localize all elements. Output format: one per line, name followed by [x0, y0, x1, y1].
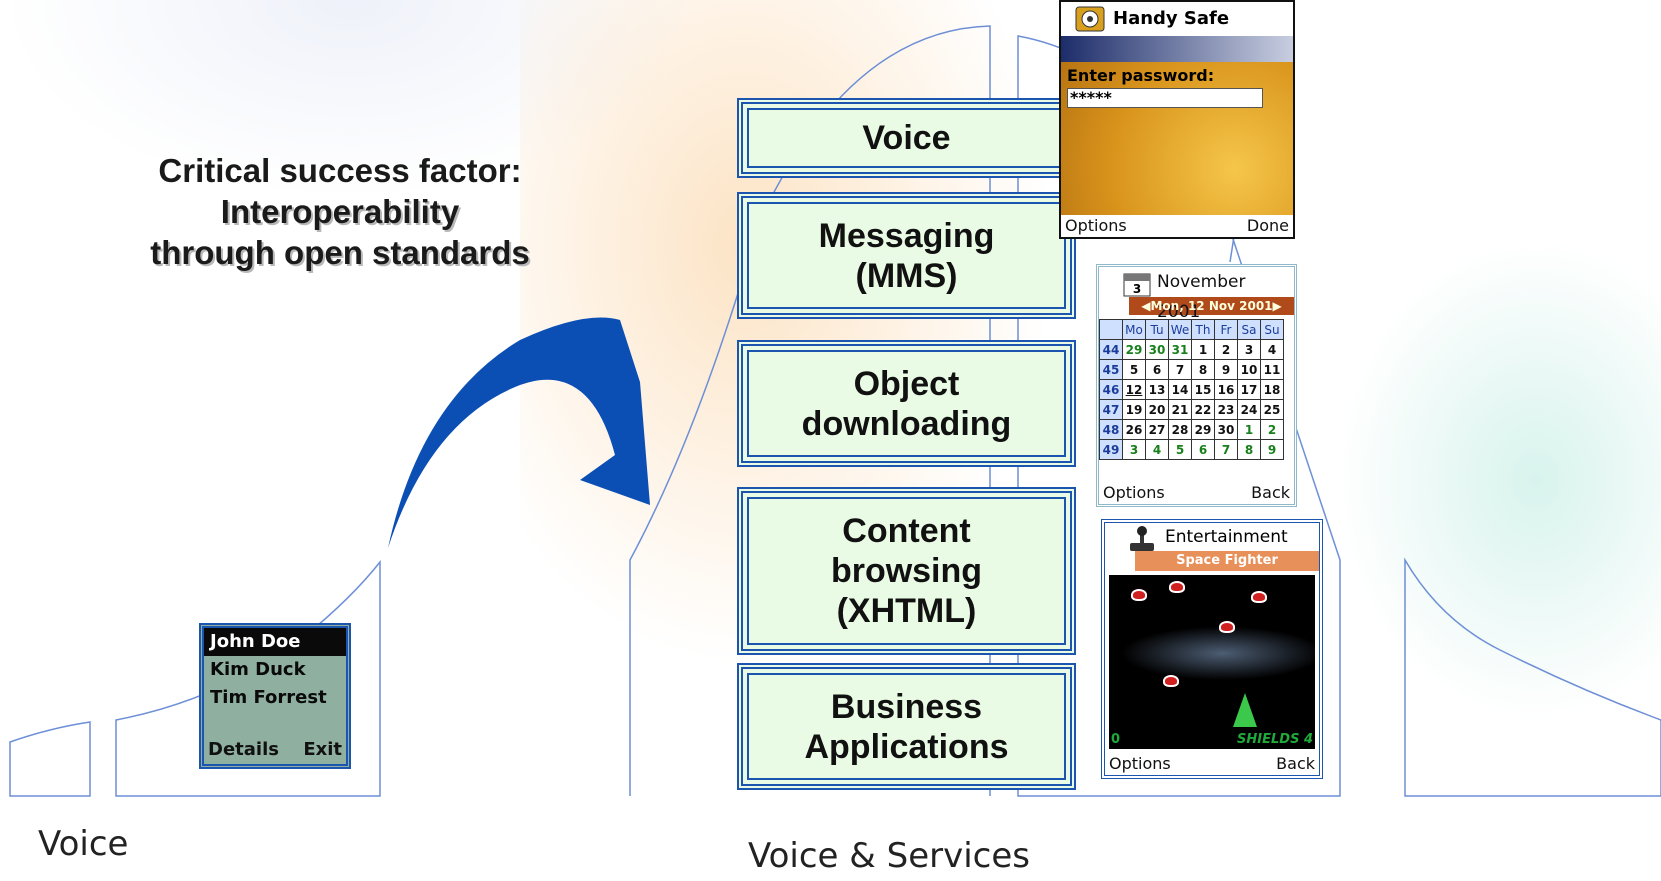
service-box-business-applications: Business Applications	[737, 663, 1076, 790]
enemy-ship	[1131, 589, 1147, 601]
service-box-messaging: Messaging (MMS)	[737, 192, 1076, 319]
service-label: Object downloading	[801, 364, 1012, 443]
enemy-ship	[1251, 591, 1267, 603]
enemy-ship	[1169, 581, 1185, 593]
enemy-ship	[1163, 675, 1179, 687]
password-prompt: Enter password:	[1067, 66, 1215, 85]
calendar-date-selector[interactable]: ◀Mon, 12 Nov 2001▶	[1129, 297, 1294, 315]
signal-band	[1061, 36, 1293, 62]
migration-arrow	[388, 317, 650, 548]
back-softkey[interactable]: Back	[1276, 754, 1315, 773]
safe-icon	[1075, 6, 1105, 32]
password-field[interactable]: *****	[1067, 88, 1263, 108]
contact-entry[interactable]: Kim Duck	[210, 659, 306, 680]
service-label: Voice	[862, 119, 951, 157]
joystick-icon	[1130, 526, 1154, 551]
options-softkey[interactable]: Options	[1065, 216, 1127, 235]
contact-entry[interactable]: John Doe	[204, 628, 346, 656]
services-curve-tail	[1404, 557, 1661, 797]
calendar-screen: 3 November 2001 ◀Mon, 12 Nov 2001▶ MoTuW…	[1096, 264, 1297, 507]
enemy-ship	[1219, 621, 1235, 633]
service-label: Messaging (MMS)	[818, 216, 995, 295]
entertainment-title: Entertainment	[1165, 527, 1288, 547]
calendar-date: Mon, 12 Nov 2001	[1150, 299, 1273, 313]
service-box-voice: Voice	[737, 98, 1076, 178]
safe-dial-background	[1061, 62, 1293, 215]
options-softkey[interactable]: Options	[1103, 483, 1165, 502]
player-ship	[1233, 693, 1257, 727]
label-voice: Voice	[38, 824, 129, 864]
handy-safe-screen: Handy Safe Enter password: ***** Options…	[1059, 0, 1295, 239]
contact-entry[interactable]: Tim Forrest	[210, 687, 327, 708]
label-voice-services: Voice & Services	[748, 836, 1030, 876]
game-score: 0	[1111, 732, 1121, 747]
headline-line-2: Interoperability	[220, 193, 460, 230]
shield-counter: SHIELDS 4	[1237, 732, 1313, 747]
contacts-phone-screen: John Doe Kim Duck Tim Forrest Details Ex…	[199, 623, 351, 769]
game-title: Space Fighter	[1135, 551, 1319, 571]
entertainment-screen: Entertainment Space Fighter 0 SHIELDS 4 …	[1101, 519, 1323, 779]
background-glow-green	[1320, 220, 1661, 740]
details-softkey[interactable]: Details	[208, 739, 279, 760]
service-label: Business Applications	[804, 687, 1009, 766]
headline-line-3: through open standards	[150, 234, 530, 271]
back-softkey[interactable]: Back	[1251, 483, 1290, 502]
headline-line-1: Critical success factor:	[158, 152, 522, 189]
options-softkey[interactable]: Options	[1109, 754, 1171, 773]
service-label: Content browsing (XHTML)	[830, 512, 983, 630]
svg-text:3: 3	[1133, 282, 1141, 296]
game-viewport[interactable]: 0 SHIELDS 4	[1109, 575, 1315, 749]
done-softkey[interactable]: Done	[1246, 216, 1289, 235]
calendar-icon: 3	[1123, 273, 1151, 297]
service-box-content-browsing: Content browsing (XHTML)	[737, 487, 1076, 655]
service-box-object-downloading: Object downloading	[737, 340, 1076, 467]
exit-softkey[interactable]: Exit	[303, 739, 342, 760]
voice-curve-small	[9, 721, 91, 797]
headline: Critical success factor: Interoperabilit…	[60, 150, 620, 273]
